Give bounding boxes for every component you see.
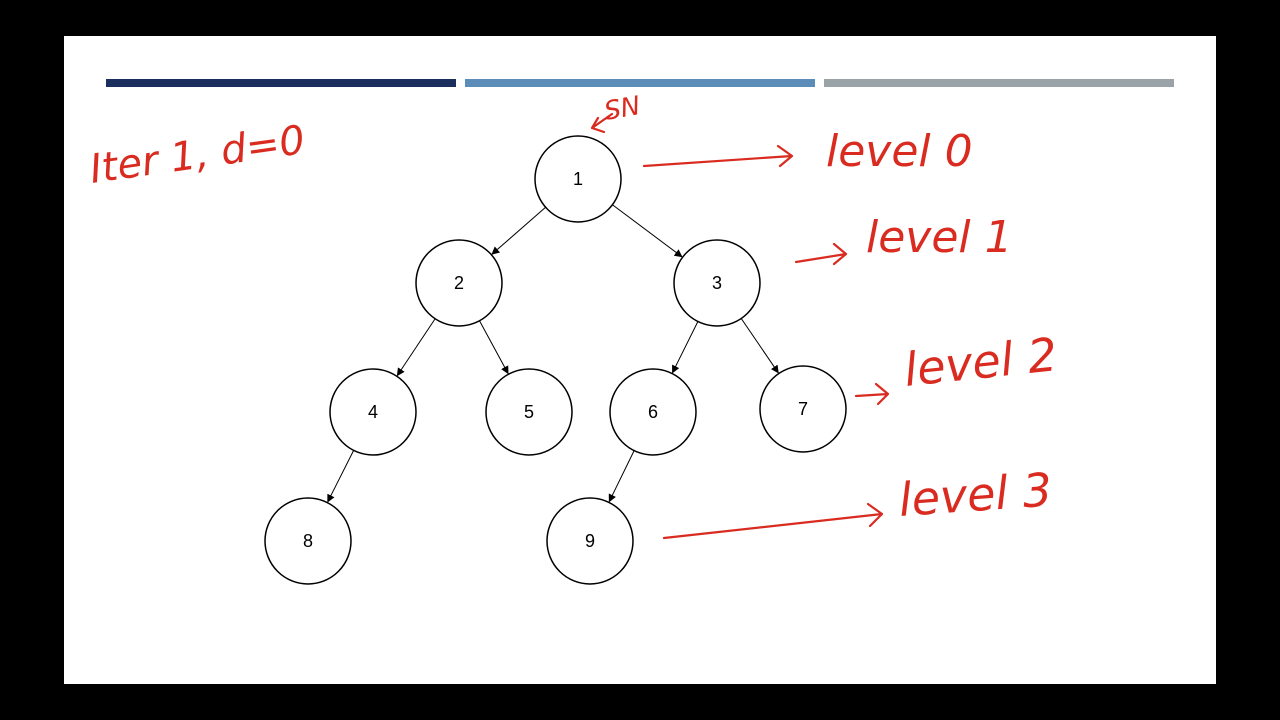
level-1-arrow [794,242,848,266]
start-node-label: SN [602,91,643,127]
level-2-arrow [854,382,890,406]
edge-1-2 [491,206,546,255]
node-label: 9 [585,531,595,551]
header-bar-blue [465,79,815,87]
node-circle [759,365,847,453]
level-3-annotation: level 3 [662,462,1054,540]
node-8: 8 [264,497,352,585]
level-0-label: level 0 [826,126,973,177]
node-3: 3 [673,239,761,327]
tree-nodes: 1 2 3 4 5 6 7 8 9 [264,135,847,585]
edge-2-5 [479,320,509,375]
node-label: 2 [454,273,464,293]
node-circle [485,368,573,456]
node-circle [534,135,622,223]
node-4: 4 [329,368,417,456]
level-0-annotation: level 0 [642,126,973,177]
node-circle [415,239,503,327]
level-0-arrow [642,144,794,168]
node-6: 6 [609,368,697,456]
level-2-label: level 2 [902,327,1060,397]
node-label: 5 [524,402,534,422]
start-node-arrow [590,112,614,134]
edge-1-3 [612,204,683,258]
node-circle [609,368,697,456]
iter-annotation: Iter 1, d=0 [87,117,308,193]
edge-4-8 [327,450,355,503]
start-node-annotation: SN [590,91,643,134]
node-circle [673,239,761,327]
node-9: 9 [546,497,634,585]
level-3-arrow [662,502,884,540]
header-bar-gray [824,79,1174,87]
edge-2-4 [396,318,436,377]
edge-3-7 [740,318,779,374]
node-label: 3 [712,273,722,293]
node-2: 2 [415,239,503,327]
node-label: 7 [798,399,808,419]
edge-3-6 [672,321,699,374]
node-1: 1 [534,135,622,223]
node-label: 1 [573,169,583,189]
node-circle [546,497,634,585]
slide [64,36,1216,684]
edge-6-9 [608,450,635,503]
level-1-annotation: level 1 [794,212,1013,266]
node-circle [264,497,352,585]
level-3-label: level 3 [897,462,1054,527]
node-label: 4 [368,402,378,422]
tree-edges [327,204,779,503]
node-7: 7 [759,365,847,453]
node-label: 6 [648,402,658,422]
node-circle [329,368,417,456]
header-bar-dark [106,79,456,87]
level-2-annotation: level 2 [854,327,1060,406]
level-1-label: level 1 [866,212,1013,263]
iter-label: Iter 1, d=0 [87,117,308,193]
node-5: 5 [485,368,573,456]
node-label: 8 [303,531,313,551]
